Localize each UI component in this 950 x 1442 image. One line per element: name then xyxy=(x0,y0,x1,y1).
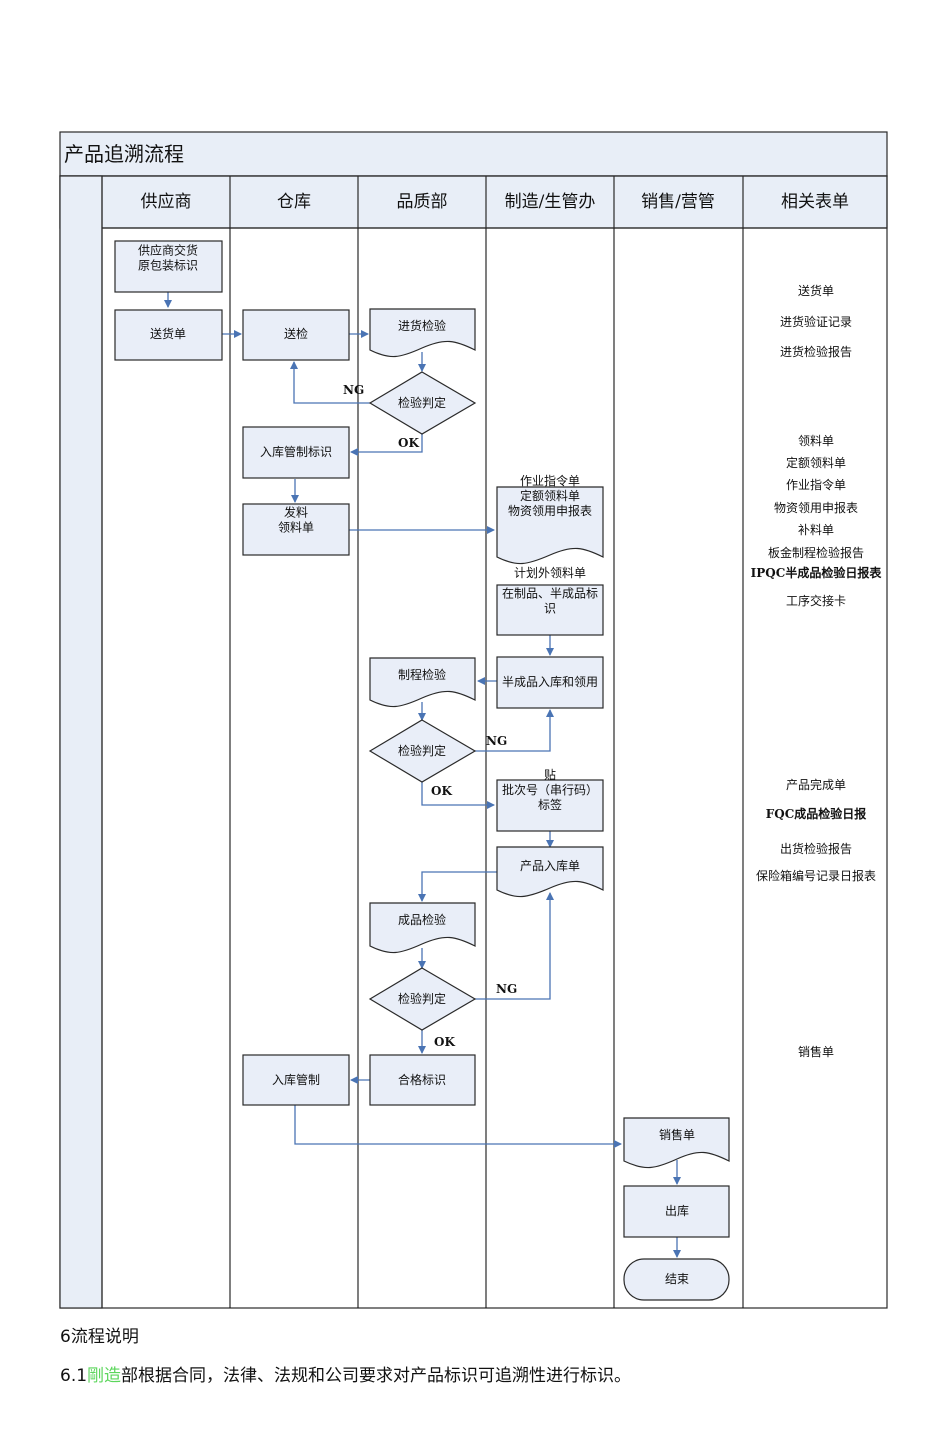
node-supplier-delivery xyxy=(114,240,223,293)
flow-arrow-ng xyxy=(290,361,370,404)
node-label-n10: 半成品入库和领用 xyxy=(502,674,598,689)
node-label-n13: 贴 xyxy=(544,768,556,782)
related-form-item: FQC成品检验日报 xyxy=(766,806,867,821)
node-outbound xyxy=(623,1185,730,1238)
node-batch-label xyxy=(496,779,604,832)
related-form-item: 领料单 xyxy=(798,434,834,448)
related-form-item: 出货检验报告 xyxy=(780,841,852,856)
node-label-n15: 成品检验 xyxy=(398,912,446,927)
node-sales-order xyxy=(623,1117,730,1169)
label-ok-1: OK xyxy=(398,436,419,450)
lane-header-manufacturing: 制造/生管办 xyxy=(505,192,596,212)
lane-header-quality: 品质部 xyxy=(397,192,448,212)
related-form-item: 物资领用申报表 xyxy=(774,500,858,515)
highlighted-term: 剛造 xyxy=(87,1366,122,1386)
node-delivery-note xyxy=(114,309,223,361)
node-label-n8: 物资领用申报表 xyxy=(508,503,592,518)
node-warehouse-id xyxy=(242,426,350,479)
node-label-n20: 出库 xyxy=(665,1203,689,1218)
related-form-item: IPQC半成品检验日报表 xyxy=(751,565,883,580)
lane-header-supplier: 供应商 xyxy=(141,192,192,212)
node-final-inspection xyxy=(369,902,476,954)
flow-arrow-ok xyxy=(350,434,423,456)
title-bar xyxy=(59,131,888,177)
node-label-n7: 领料单 xyxy=(278,521,314,535)
node-label-n14: 产品入库单 xyxy=(520,858,580,873)
related-form-item: 板金制程检验报告 xyxy=(768,545,864,560)
related-form-item: 产品完成单 xyxy=(786,777,846,792)
lane-header-warehouse: 仓库 xyxy=(277,192,311,212)
node-label-n12: 检验判定 xyxy=(398,743,446,758)
node-incoming-inspection xyxy=(369,308,476,358)
related-form-item: 进货验证记录 xyxy=(780,314,852,329)
label-ng-2: NG xyxy=(486,734,507,748)
label-ok-3: OK xyxy=(434,1035,455,1049)
node-send-inspection xyxy=(242,309,350,361)
node-pass-label xyxy=(369,1054,476,1106)
node-label-n18: 入库管制 xyxy=(272,1072,320,1087)
lane-header-forms: 相关表单 xyxy=(781,192,849,212)
flow-arrow xyxy=(418,871,497,902)
node-label-n5: 检验判定 xyxy=(398,395,446,410)
label-ok-2: OK xyxy=(431,784,452,798)
node-semi-finished xyxy=(496,656,604,709)
diagram-title: 产品追溯流程 xyxy=(64,142,184,166)
flow-arrow-ng xyxy=(475,709,554,752)
section-number: 6 xyxy=(60,1327,71,1347)
node-label-n17: 合格标识 xyxy=(398,1072,446,1087)
node-wip-label xyxy=(496,584,604,636)
left-margin-column xyxy=(59,175,103,1309)
node-process-inspection xyxy=(369,657,476,708)
related-form-item: 保险箱编号记录日报表 xyxy=(756,868,876,883)
flow-arrow-ok xyxy=(421,782,495,809)
node-label-n9: 在制品、半成品标 xyxy=(502,587,598,601)
node-label-n2: 送货单 xyxy=(150,326,186,341)
header-row xyxy=(59,175,888,229)
related-form-item: 送货单 xyxy=(798,283,834,298)
node-label-n19: 销售单 xyxy=(659,1127,695,1142)
node-label-n9: 识 xyxy=(544,602,556,616)
node-label-n13: 批次号（串行码） xyxy=(502,782,598,797)
node-end xyxy=(623,1258,730,1301)
node-decision-2 xyxy=(368,719,477,783)
flow-arrow xyxy=(294,1105,622,1148)
node-label-n11: 制程检验 xyxy=(398,667,446,682)
node-label-n6: 入库管制标识 xyxy=(260,444,332,459)
node-label-n8: 定额领料单 xyxy=(520,488,580,503)
node-label-n1: 供应商交货 xyxy=(138,243,198,258)
node-label-n3: 送检 xyxy=(284,326,308,341)
label-ng-3: NG xyxy=(496,982,517,996)
node-product-warehouse xyxy=(496,846,604,898)
node-work-order-docs xyxy=(496,486,604,565)
related-form-item: 销售单 xyxy=(798,1044,834,1059)
paragraph-number: 6.1 xyxy=(60,1366,88,1386)
label-unplanned-picking: 计划外领料单 xyxy=(514,566,586,580)
node-warehouse-control xyxy=(242,1054,350,1106)
node-label-n21: 结束 xyxy=(665,1272,689,1286)
node-label-n8: 作业指令单 xyxy=(520,473,580,488)
node-label-n16: 检验判定 xyxy=(398,991,446,1006)
node-label-n13: 标签 xyxy=(538,797,562,812)
related-form-item: 补料单 xyxy=(798,523,834,537)
node-label-n4: 进货检验 xyxy=(398,318,446,333)
paragraph-text: 部根据合同，法律、法规和公司要求对产品标识可追溯性进行标识。 xyxy=(121,1366,632,1386)
node-issue-material xyxy=(242,503,350,556)
flow-arrow-ng xyxy=(475,892,554,1000)
section-title: 流程说明 xyxy=(70,1327,139,1347)
node-decision-3 xyxy=(368,967,477,1031)
related-form-item: 进货检验报告 xyxy=(780,344,852,359)
label-ng-1: NG xyxy=(343,383,364,397)
node-label-n1: 原包装标识 xyxy=(138,259,198,273)
section-paragraph: 6.1剛造部根据合同，法律、法规和公司要求对产品标识可追溯性进行标识。 xyxy=(60,1361,631,1386)
related-form-item: 工序交接卡 xyxy=(786,593,846,608)
related-form-item: 定额领料单 xyxy=(786,455,846,470)
node-label-n7: 发料 xyxy=(284,505,308,520)
node-decision-1 xyxy=(368,371,477,435)
lane-header-sales: 销售/营管 xyxy=(641,192,715,212)
related-form-item: 作业指令单 xyxy=(786,477,846,492)
section-heading: 6流程说明 xyxy=(60,1322,139,1347)
